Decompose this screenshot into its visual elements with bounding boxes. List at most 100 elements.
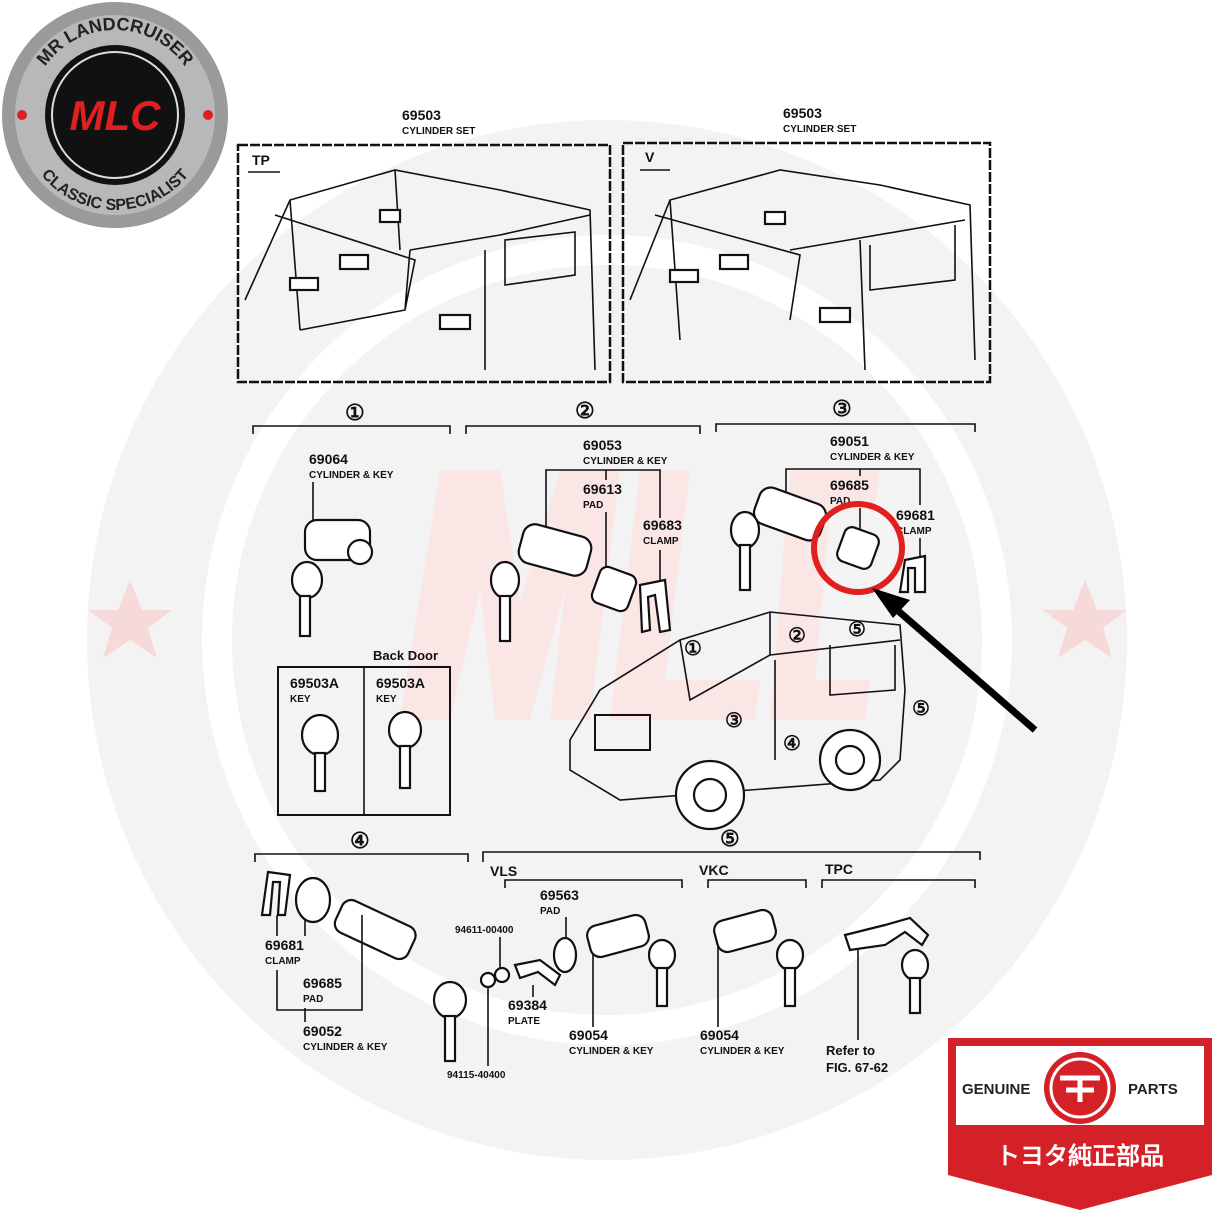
reference-text: Refer to	[826, 1043, 875, 1058]
part-number: 94115-40400	[447, 1070, 506, 1081]
part-number: 69054	[700, 1027, 739, 1043]
lock-cylinder-icon	[288, 208, 472, 331]
part-number: 69681	[896, 507, 935, 523]
section-number: ④	[350, 828, 370, 853]
badge-genuine: GENUINE	[962, 1081, 1030, 1098]
vehicle-illustration: ① ② ③ ④ ⑤ ⑤	[569, 611, 930, 831]
part-name: CLAMP	[643, 536, 679, 547]
logo-mark: MLC	[70, 92, 162, 139]
lock-cylinder-icon	[668, 210, 852, 324]
variant-tag: VKC	[699, 862, 729, 878]
back-door-title: Back Door	[373, 648, 438, 663]
part-number: 69683	[643, 517, 682, 533]
cylinder-key-icon	[290, 518, 374, 638]
callout-3: ③	[725, 710, 743, 732]
part-name: PAD	[303, 994, 323, 1005]
key-icon	[432, 980, 468, 1063]
section-number: ②	[575, 398, 595, 423]
section-number: ③	[832, 396, 852, 421]
part-number: 69503A	[290, 675, 339, 691]
cylinder-key-icon	[489, 523, 593, 643]
section-number: ⑤	[720, 826, 740, 851]
pad-icon	[294, 876, 332, 924]
part-name: CYLINDER & KEY	[309, 470, 394, 481]
part-number: 69685	[303, 975, 342, 991]
cylinder-key-icon	[729, 486, 828, 592]
callout-1: ①	[684, 638, 702, 660]
part-name: CLAMP	[265, 956, 301, 967]
cylinder-icon	[333, 898, 417, 961]
part-name: CYLINDER SET	[402, 126, 475, 137]
variant-tag: TPC	[825, 861, 853, 877]
section-number: ①	[345, 400, 365, 425]
variant-tag: VLS	[490, 863, 517, 879]
plate-icon	[513, 958, 562, 987]
part-name: PAD	[540, 906, 560, 917]
callout-4: ④	[783, 733, 801, 755]
section-5: VLS VKC TPC 69563 PAD 94611-00400 69384 …	[447, 861, 930, 1081]
part-name: CYLINDER & KEY	[303, 1042, 388, 1053]
genuine-parts-badge: GENUINE PARTS トヨタ純正部品	[948, 1038, 1212, 1210]
star-icon	[203, 110, 213, 120]
part-number: 69054	[569, 1027, 608, 1043]
callout-5: ⑤	[848, 619, 866, 641]
key-icon	[300, 713, 340, 793]
watermark	[87, 120, 1127, 1160]
key-icon	[647, 938, 677, 1008]
key-icon	[387, 710, 423, 790]
part-name: CYLINDER SET	[783, 124, 856, 135]
badge-parts: PARTS	[1128, 1081, 1178, 1098]
clamp-icon	[260, 870, 292, 917]
callout-2: ②	[788, 625, 806, 647]
callout-5-side: ⑤	[912, 698, 930, 720]
section-1: 69064 CYLINDER & KEY	[290, 451, 394, 638]
washer-icon	[493, 966, 511, 984]
part-name: CYLINDER & KEY	[830, 452, 915, 463]
section-4: 69681 CLAMP 69685 PAD 69052 CYLINDER & K…	[260, 870, 468, 1063]
section-2: 69053 CYLINDER & KEY 69613 PAD 69683 CLA…	[489, 437, 682, 643]
toyota-logo-icon	[1060, 1075, 1100, 1102]
part-name: CYLINDER & KEY	[700, 1046, 785, 1057]
part-name: CLAMP	[896, 526, 932, 537]
part-number: 69384	[508, 997, 547, 1013]
part-number: 69052	[303, 1023, 342, 1039]
key-icon	[775, 938, 805, 1008]
badge-japanese-text: トヨタ純正部品	[996, 1142, 1164, 1170]
part-number: 69681	[265, 937, 304, 953]
panel-v: 69503 CYLINDER SET V	[621, 105, 992, 384]
pad-icon	[552, 936, 578, 974]
part-name: PAD	[830, 496, 850, 507]
panel-tag: V	[645, 149, 655, 165]
key-icon	[900, 948, 930, 1015]
star-icon	[88, 580, 172, 658]
panel-tag: TP	[252, 152, 270, 168]
star-icon	[1043, 580, 1127, 658]
section-brackets: ① ② ③ ④ ⑤	[252, 396, 981, 888]
part-name: KEY	[376, 694, 397, 705]
part-number: 69051	[830, 433, 869, 449]
clamp-icon	[638, 578, 672, 634]
part-number: 69613	[583, 481, 622, 497]
pad-icon	[590, 565, 638, 613]
part-name: CYLINDER & KEY	[569, 1046, 654, 1057]
section-3: 69051 CYLINDER & KEY 69685 PAD 69681 CLA…	[729, 433, 1038, 733]
part-number: 69053	[583, 437, 622, 453]
part-number: 94611-00400	[455, 925, 514, 936]
part-number: 69064	[309, 451, 348, 467]
part-name: PLATE	[508, 1016, 540, 1027]
panel-tp: 69503 CYLINDER SET TP	[236, 107, 612, 384]
clamp-icon	[898, 554, 927, 594]
cylinder-icon	[586, 913, 650, 959]
part-name: PAD	[583, 500, 603, 511]
arrow-icon	[872, 588, 1038, 733]
part-number: 69685	[830, 477, 869, 493]
pad-icon	[836, 526, 880, 570]
part-number: 69503	[783, 105, 822, 121]
part-number: 69503A	[376, 675, 425, 691]
reference-text: FIG. 67-62	[826, 1060, 888, 1075]
part-number: 69503	[402, 107, 441, 123]
part-name: CYLINDER & KEY	[583, 456, 668, 467]
back-door-keys: Back Door 69503A KEY 69503A KEY	[277, 648, 451, 816]
mlc-logo: MR LANDCRUISER CLASSIC SPECIALIST MLC	[2, 2, 228, 228]
